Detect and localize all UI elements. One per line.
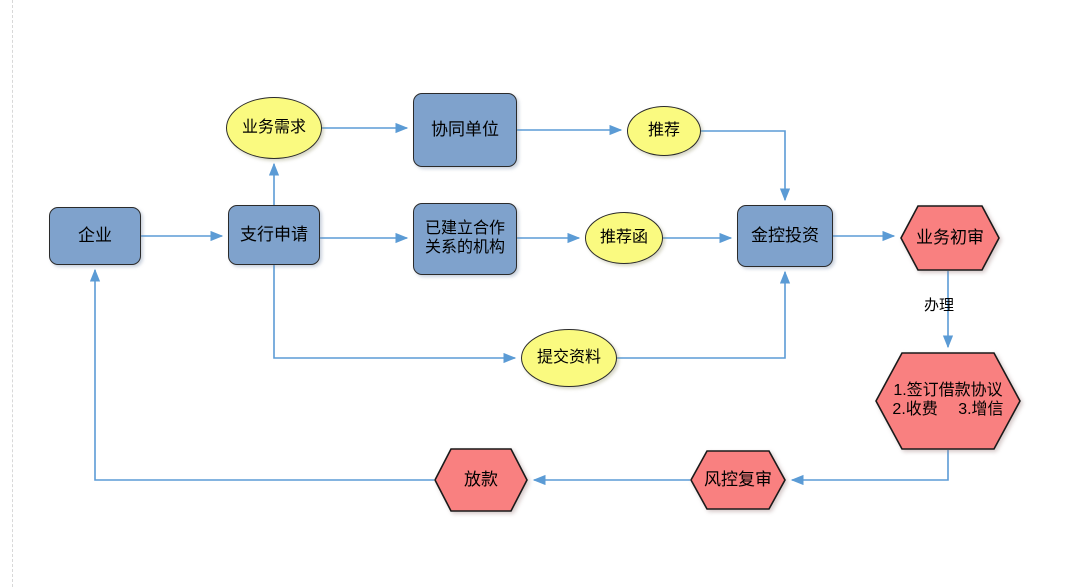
node-fengkong-fushen-label: 风控复审 [704,469,772,489]
node-yewu-chushen-label: 业务初审 [916,227,984,247]
node-tuijian-label: 推荐 [647,121,680,139]
node-hezuo-jigou[interactable]: 已建立合作 关系的机构 [413,203,517,275]
hexagon-shape [434,448,528,512]
node-yewu-xuqiu[interactable]: 业务需求 [226,97,322,159]
node-tuijian[interactable]: 推荐 [627,106,701,156]
node-jinkong-touzi[interactable]: 金控投资 [737,205,833,267]
node-qianding-xieyi[interactable]: 1.签订借款协议 2.收费 3.增信 [875,352,1021,450]
edge-tijiaoziliao-to-jinkong [617,270,791,359]
node-yewu-chushen[interactable]: 业务初审 [900,205,1000,271]
node-qiye[interactable]: 企业 [49,207,141,265]
node-tuijianhan[interactable]: 推荐函 [585,212,663,264]
node-qianding-xieyi-label: 1.签订借款协议 2.收费 3.增信 [892,382,1004,418]
hexagon-shape [875,352,1021,450]
node-zhihang-shenqing[interactable]: 支行申请 [228,205,320,265]
edge-fangkuan-to-qiye [89,268,434,481]
edge-label-banli: 办理 [924,297,955,314]
node-tijiao-ziliao-label: 提交资料 [536,348,601,366]
node-fangkuan[interactable]: 放款 [434,448,528,512]
node-fangkuan-label: 放款 [464,469,498,489]
node-jinkong-touzi-label: 金控投资 [751,225,819,245]
edge-zhihang-to-tijiaoziliao [273,265,517,364]
node-tijiao-ziliao[interactable]: 提交资料 [521,329,617,387]
node-hezuo-jigou-label: 已建立合作 关系的机构 [424,220,505,256]
node-fengkong-fushen[interactable]: 风控复审 [690,450,786,510]
node-xietong-danwei-label: 协同单位 [431,119,499,139]
node-xietong-danwei[interactable]: 协同单位 [413,93,517,167]
node-qiye-label: 企业 [78,225,112,245]
edge-tuijian-to-jinkong [701,130,791,202]
node-tuijianhan-label: 推荐函 [599,228,648,246]
node-yewu-xuqiu-label: 业务需求 [241,118,306,136]
hexagon-shape [690,450,786,510]
node-zhihang-shenqing-label: 支行申请 [240,224,308,244]
page-guide-line [12,0,13,587]
edge-xieyi-to-fengkong [790,450,949,486]
hexagon-shape [900,205,1000,271]
